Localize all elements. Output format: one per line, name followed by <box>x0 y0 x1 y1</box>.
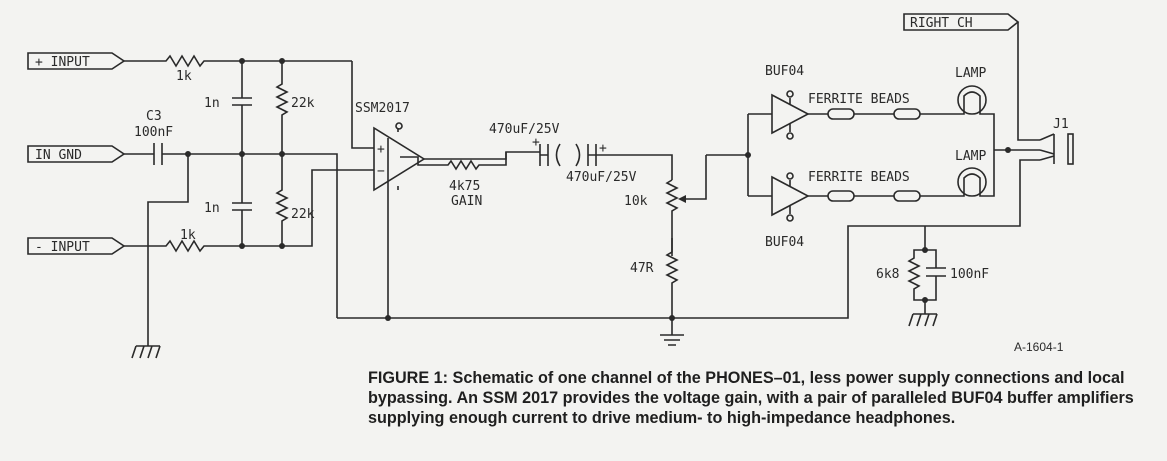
svg-text:FERRITE BEADS: FERRITE BEADS <box>808 170 910 185</box>
ground-symbol-left <box>131 345 161 359</box>
svg-text:BUF04: BUF04 <box>765 64 804 79</box>
port-input-positive: + INPUT <box>27 52 126 70</box>
resistor-input-bottom: 1k <box>124 228 282 253</box>
resistor-gain-4k75: 4k75 GAIN <box>400 152 507 209</box>
ground-symbol-right <box>908 313 938 327</box>
svg-text:+: + <box>599 141 607 156</box>
figure-caption: FIGURE 1: Schematic of one channel of th… <box>368 369 1134 427</box>
svg-text:1n: 1n <box>204 96 220 111</box>
wire-opamp-out <box>424 151 540 160</box>
svg-text:RIGHT CH: RIGHT CH <box>910 16 973 31</box>
svg-text:+ INPUT: + INPUT <box>35 55 90 70</box>
wire-noninverting <box>351 61 374 149</box>
wire-buffer-branches <box>748 113 772 197</box>
svg-text:BUF04: BUF04 <box>765 235 804 250</box>
wire-right-ch <box>1017 22 1040 141</box>
resistor-47r: 47R <box>630 238 679 318</box>
svg-text:SSM2017: SSM2017 <box>355 101 410 116</box>
port-input-negative: - INPUT <box>27 237 126 255</box>
svg-text:IN GND: IN GND <box>35 148 82 163</box>
buffer-buf04-bottom: BUF04 <box>765 172 810 250</box>
jack-j1: J1 <box>1039 117 1074 165</box>
svg-text:100nF: 100nF <box>134 125 173 140</box>
svg-text:C3: C3 <box>146 109 162 124</box>
svg-text:1n: 1n <box>204 201 220 216</box>
capacitor-100nf-gnd: 100nF <box>925 249 989 301</box>
ferrite-beads-bottom: FERRITE BEADS <box>808 170 958 202</box>
svg-text:J1: J1 <box>1053 117 1069 132</box>
resistor-22k-top: 22k <box>275 61 315 154</box>
opamp-ssm2017: + − SSM2017 <box>355 101 426 318</box>
svg-text:100nF: 100nF <box>950 267 989 282</box>
port-right-ch: RIGHT CH <box>903 13 1020 31</box>
ferrite-beads-top: FERRITE BEADS <box>808 92 958 120</box>
svg-text:4k75: 4k75 <box>449 179 480 194</box>
svg-text:22k: 22k <box>291 96 315 111</box>
capacitor-1n-bottom: 1n <box>204 154 252 246</box>
svg-text:22k: 22k <box>291 207 315 222</box>
svg-text:47R: 47R <box>630 261 654 276</box>
svg-text:GAIN: GAIN <box>451 194 482 209</box>
wire-cap-to-pot <box>604 154 673 180</box>
capacitor-1n-top: 1n <box>204 61 252 154</box>
capacitor-c3: C3 100nF <box>124 109 282 165</box>
ground-symbol-center <box>660 318 684 346</box>
svg-text:10k: 10k <box>624 194 648 209</box>
wire-midpoint <box>282 153 338 318</box>
resistor-22k-bottom: 22k <box>275 154 315 246</box>
port-in-gnd: IN GND <box>27 145 126 163</box>
svg-text:- INPUT: - INPUT <box>35 240 90 255</box>
potentiometer-10k: 10k <box>624 155 707 256</box>
lamp-top: LAMP <box>955 66 995 150</box>
svg-text:470uF/25V: 470uF/25V <box>489 122 560 137</box>
svg-text:−: − <box>377 164 385 179</box>
capacitor-470uf-pair: + + 470uF/25V 470uF/25V <box>489 122 637 185</box>
wire-ground-left <box>147 154 189 346</box>
svg-text:6k8: 6k8 <box>876 267 899 282</box>
svg-text:1k: 1k <box>180 228 196 243</box>
svg-text:+: + <box>377 142 385 157</box>
resistor-6k8: 6k8 <box>876 226 926 314</box>
svg-text:470uF/25V: 470uF/25V <box>566 170 637 185</box>
svg-text:+: + <box>532 135 540 150</box>
buffer-buf04-top: BUF04 <box>765 64 810 140</box>
resistor-input-top: 1k <box>124 54 352 84</box>
wire-inverting <box>282 169 374 247</box>
wire-ground-rail <box>337 159 1040 319</box>
svg-text:LAMP: LAMP <box>955 149 986 164</box>
svg-text:1k: 1k <box>176 69 192 84</box>
figure-id: A-1604-1 <box>1014 340 1064 354</box>
lamp-bottom: LAMP <box>955 149 995 197</box>
svg-text:FERRITE BEADS: FERRITE BEADS <box>808 92 910 107</box>
junction-dots <box>185 58 1011 321</box>
svg-text:LAMP: LAMP <box>955 66 986 81</box>
